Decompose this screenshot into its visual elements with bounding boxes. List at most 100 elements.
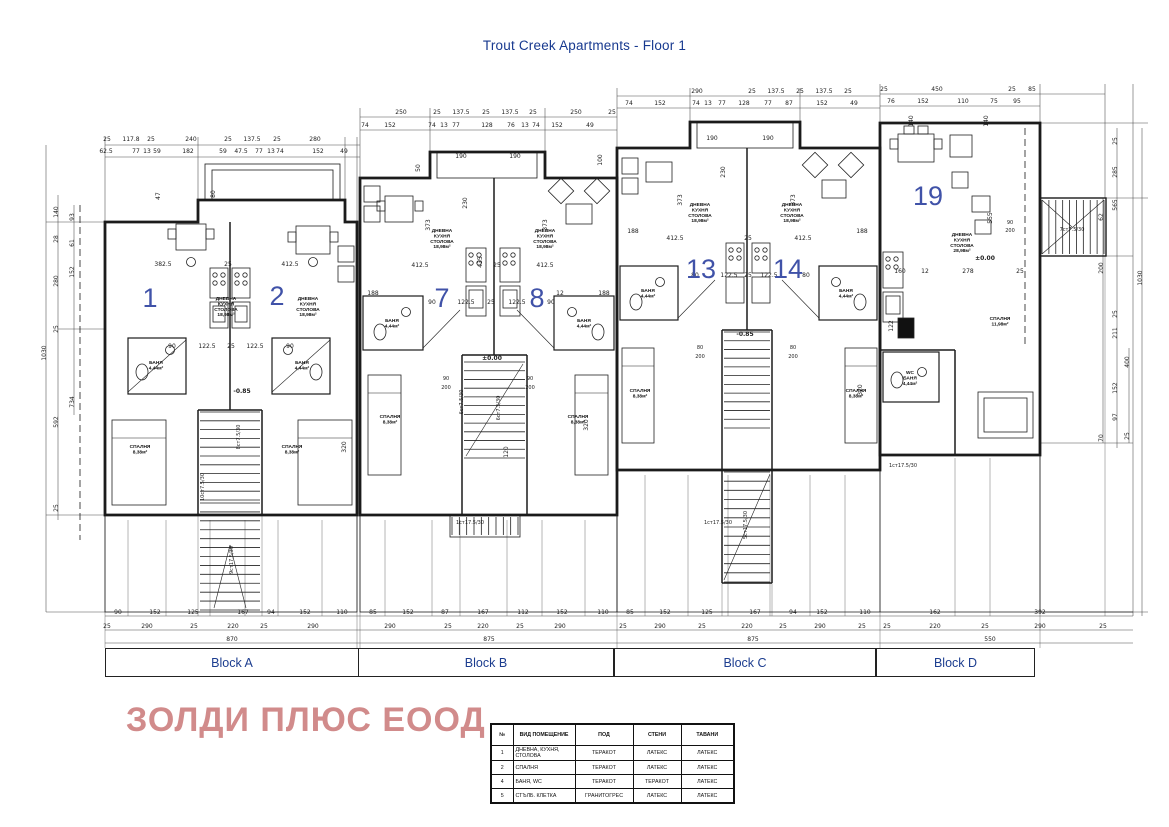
dimension-label: 137.5: [243, 136, 260, 143]
dimension-label: 74: [625, 100, 633, 107]
dimension-label: 74: [692, 100, 700, 107]
dimension-label: 200: [525, 385, 535, 391]
dimension-label: 95: [1013, 98, 1021, 105]
dimension-label: 140: [908, 115, 915, 127]
finish-table-cell: 1: [490, 744, 514, 762]
finish-table-cell: ЛАТЕКС: [632, 760, 682, 776]
finish-table-cell: ТЕРАКОТ: [574, 774, 634, 790]
dimension-label: 190: [706, 135, 718, 142]
dimension-label: 412.5: [281, 261, 298, 268]
dimension-label: 74: [361, 122, 369, 129]
dimension-label: 122.5: [508, 299, 525, 306]
dimension-label: 25: [147, 136, 155, 143]
dimension-label: 152: [917, 98, 929, 105]
dimension-label: 75: [990, 98, 998, 105]
dimension-label: 70: [1098, 434, 1105, 442]
dimension-label: 550: [984, 636, 996, 643]
dimension-label: 152: [299, 609, 311, 616]
dimension-label: 137.5: [815, 88, 832, 95]
dimension-label: 49: [850, 100, 858, 107]
dimension-label: 152: [659, 609, 671, 616]
dimension-label: 13: [143, 148, 151, 155]
dimension-label: 25: [260, 623, 268, 630]
dimension-label: 140: [53, 206, 60, 218]
dimension-label: 128: [738, 100, 750, 107]
dimension-label: 90: [527, 376, 533, 382]
finish-table-cell: ДНЕВНА, КУХНЯ, СТОЛОВА: [512, 744, 576, 762]
dimension-label: 412.5: [666, 235, 683, 242]
dimension-label: 1ст17.5/30: [704, 520, 732, 526]
apartment-number: 1: [142, 283, 157, 313]
dimension-label: 122.5: [720, 272, 737, 279]
dimension-label: 167: [237, 609, 249, 616]
dimension-label: 25: [744, 235, 752, 242]
dimension-label: 137.5: [767, 88, 784, 95]
dimension-label: 25: [103, 623, 111, 630]
dimension-label: 25: [529, 109, 537, 116]
dimension-label: 25: [1008, 86, 1016, 93]
dimension-label: 875: [747, 636, 759, 643]
finish-table-header-cell: СТЕНИ: [632, 723, 682, 746]
finish-table-cell: 2: [490, 760, 514, 776]
finish-table-cell: ЛАТЕКС: [632, 744, 682, 762]
finish-table-cell: ГРАНИТОГРЕС: [574, 788, 634, 804]
dimension-label: 87: [441, 609, 449, 616]
dimension-label: 25: [698, 623, 706, 630]
dimension-label: 25: [224, 136, 232, 143]
dimension-label: 80: [691, 272, 699, 279]
finish-table-cell: 4: [490, 774, 514, 790]
dimension-label: 25: [1112, 137, 1119, 145]
dimension-label: 9ст17.5/30: [229, 546, 235, 574]
dimension-label: 290: [814, 623, 826, 630]
dimension-label: 152: [556, 609, 568, 616]
dimension-label: 190: [509, 153, 521, 160]
dimension-label: 25: [981, 623, 989, 630]
dimension-label: 25: [1016, 268, 1024, 275]
dimension-label: 77: [132, 148, 140, 155]
dimension-label: 280: [53, 275, 60, 287]
stairs-and-furniture-layer: [111, 125, 1105, 611]
dimension-label: 8ст7.5/30: [236, 425, 242, 450]
dimension-label: 25: [858, 623, 866, 630]
dimension-label: 90: [547, 299, 555, 306]
dimension-label: 74: [428, 122, 436, 129]
finish-table-cell: ТЕРАКОТ: [574, 760, 634, 776]
dimension-label: 555: [987, 212, 994, 224]
dimension-label: 25: [103, 136, 111, 143]
dimension-label: 25: [53, 504, 60, 512]
dimension-label: 122.5: [457, 299, 474, 306]
dimension-label: 152: [312, 148, 324, 155]
dimension-label: 290: [307, 623, 319, 630]
dimension-label: 94: [789, 609, 797, 616]
dimension-label: 13: [521, 122, 529, 129]
dimension-label: 152: [149, 609, 161, 616]
dimension-label: 190: [762, 135, 774, 142]
dimension-label: 76: [507, 122, 515, 129]
dimension-label: 25: [482, 109, 490, 116]
dimension-label: 25: [444, 623, 452, 630]
dimension-label: 182: [182, 148, 194, 155]
dimension-label: 25: [53, 325, 60, 333]
dimension-label: ±0.00: [975, 255, 995, 262]
dimension-label: 592: [53, 416, 60, 428]
finish-table-cell: 5: [490, 788, 514, 804]
finish-table-cell: ТЕРАКОТ: [574, 744, 634, 762]
dimension-label: 220: [477, 623, 489, 630]
dimension-label: 137.5: [452, 109, 469, 116]
dimension-label: 412.5: [411, 262, 428, 269]
dimension-label: 90: [428, 299, 436, 306]
dimension-label: 230: [462, 197, 469, 209]
